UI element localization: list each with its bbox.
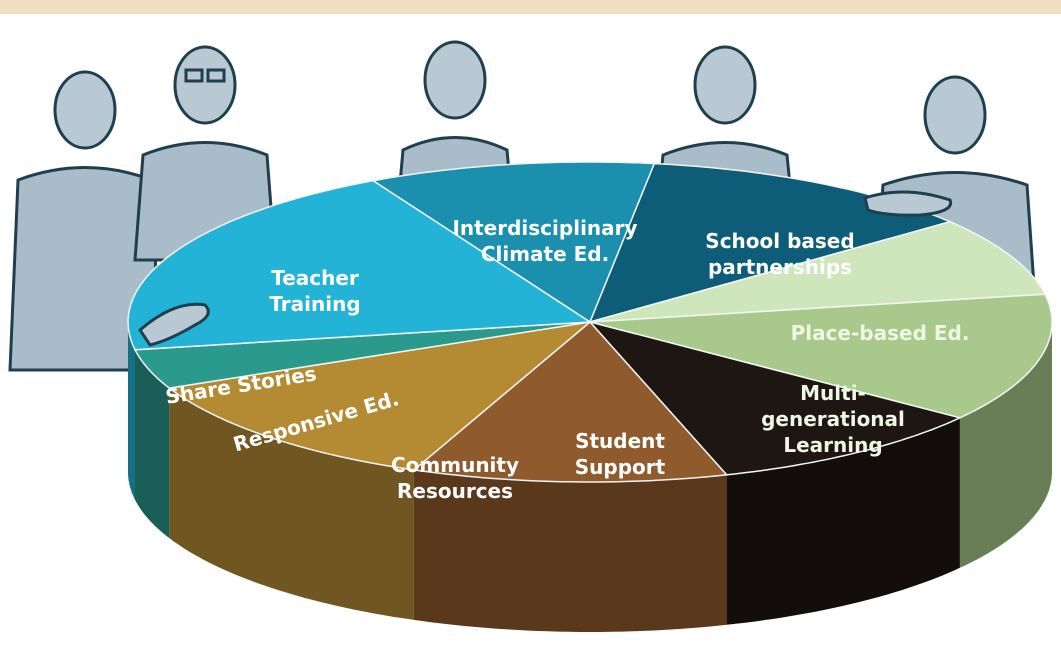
- pie-slice: [127, 179, 593, 351]
- person-2: [133, 45, 277, 262]
- slice-label-line: generational: [761, 407, 905, 431]
- slice-label-line: partnerships: [708, 255, 852, 279]
- pie-slices: [127, 161, 1053, 483]
- slice-label: Place-based Ed.: [791, 321, 970, 345]
- slice-label-line: Community: [391, 453, 519, 477]
- slice-label-line: Multi-: [800, 381, 866, 405]
- slice-label-line: Training: [269, 292, 360, 316]
- slice-label-line: Interdisciplinary: [452, 216, 637, 240]
- pie-slice: [133, 321, 591, 389]
- pie-wall: [413, 469, 727, 632]
- pie-slice: [589, 293, 1053, 419]
- slice-label-line: Resources: [397, 479, 513, 503]
- head: [693, 45, 757, 125]
- head: [53, 70, 117, 150]
- pie-slice: [589, 220, 1047, 323]
- pie-slice: [587, 320, 963, 476]
- slice-label-line: School based: [705, 229, 854, 253]
- hands-illustration: [138, 190, 953, 347]
- pie-slice: [167, 320, 593, 471]
- head: [923, 75, 987, 155]
- pie-wall: [135, 349, 170, 539]
- head: [173, 45, 237, 125]
- slice-label-line: Place-based Ed.: [791, 321, 970, 345]
- person-1: [8, 70, 162, 372]
- slice-label-line: Support: [575, 455, 666, 479]
- pie-slice: [371, 161, 656, 324]
- slice-label-line: Student: [575, 429, 665, 453]
- glasses: [206, 68, 226, 83]
- hand: [138, 302, 210, 347]
- pie-wall: [726, 417, 960, 625]
- pie-wall: [169, 388, 414, 620]
- glasses: [184, 68, 204, 83]
- pie-side-walls: [128, 322, 1052, 632]
- pie-slice: [412, 320, 729, 483]
- slice-label-line: Teacher: [271, 266, 359, 290]
- slice-label-line: Learning: [783, 433, 882, 457]
- slice-label-line: Climate Ed.: [481, 242, 609, 266]
- top-band: [0, 0, 1061, 14]
- pie-wall: [128, 323, 135, 500]
- hand: [863, 190, 953, 217]
- pie-wall: [959, 322, 1052, 568]
- head: [423, 40, 487, 120]
